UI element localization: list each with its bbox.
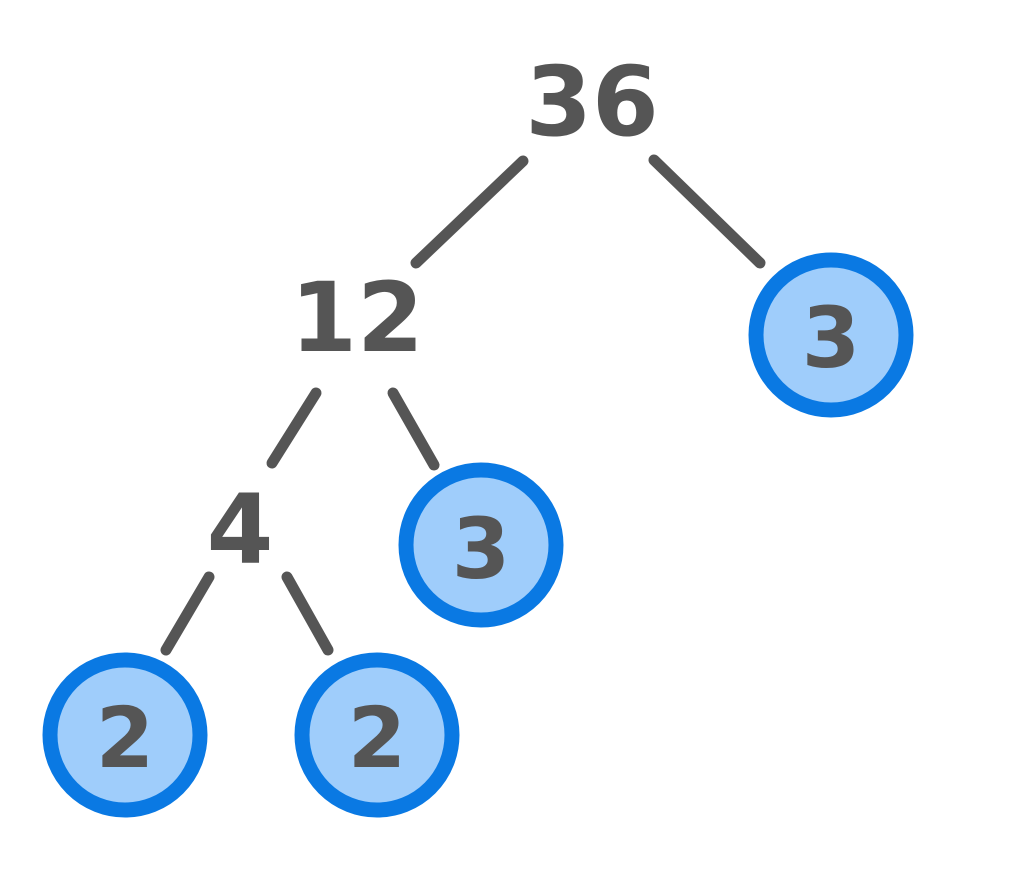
edge-36-to-12 [410,155,529,269]
prime-node-3-top: 3 [748,252,914,418]
composite-node-12: 12 [290,262,424,374]
prime-circle [42,652,208,818]
prime-circle [748,252,914,418]
prime-circle [398,462,564,628]
prime-circle [294,652,460,818]
edge-12-to-3 [387,387,440,471]
prime-label: 3 [802,289,860,387]
prime-label: 3 [452,500,510,598]
edge-4-to-2-right [281,571,334,656]
prime-label: 2 [348,689,406,787]
prime-node-3-middle: 3 [398,462,564,628]
edge-36-to-3 [648,154,766,269]
prime-node-2-left: 2 [42,652,208,818]
composite-node-4: 4 [207,474,274,586]
prime-node-2-right: 2 [294,652,460,818]
edge-4-to-2-left [160,571,215,656]
edge-12-to-4 [266,387,322,469]
root-node-36: 36 [525,46,659,158]
prime-label: 2 [96,689,154,787]
